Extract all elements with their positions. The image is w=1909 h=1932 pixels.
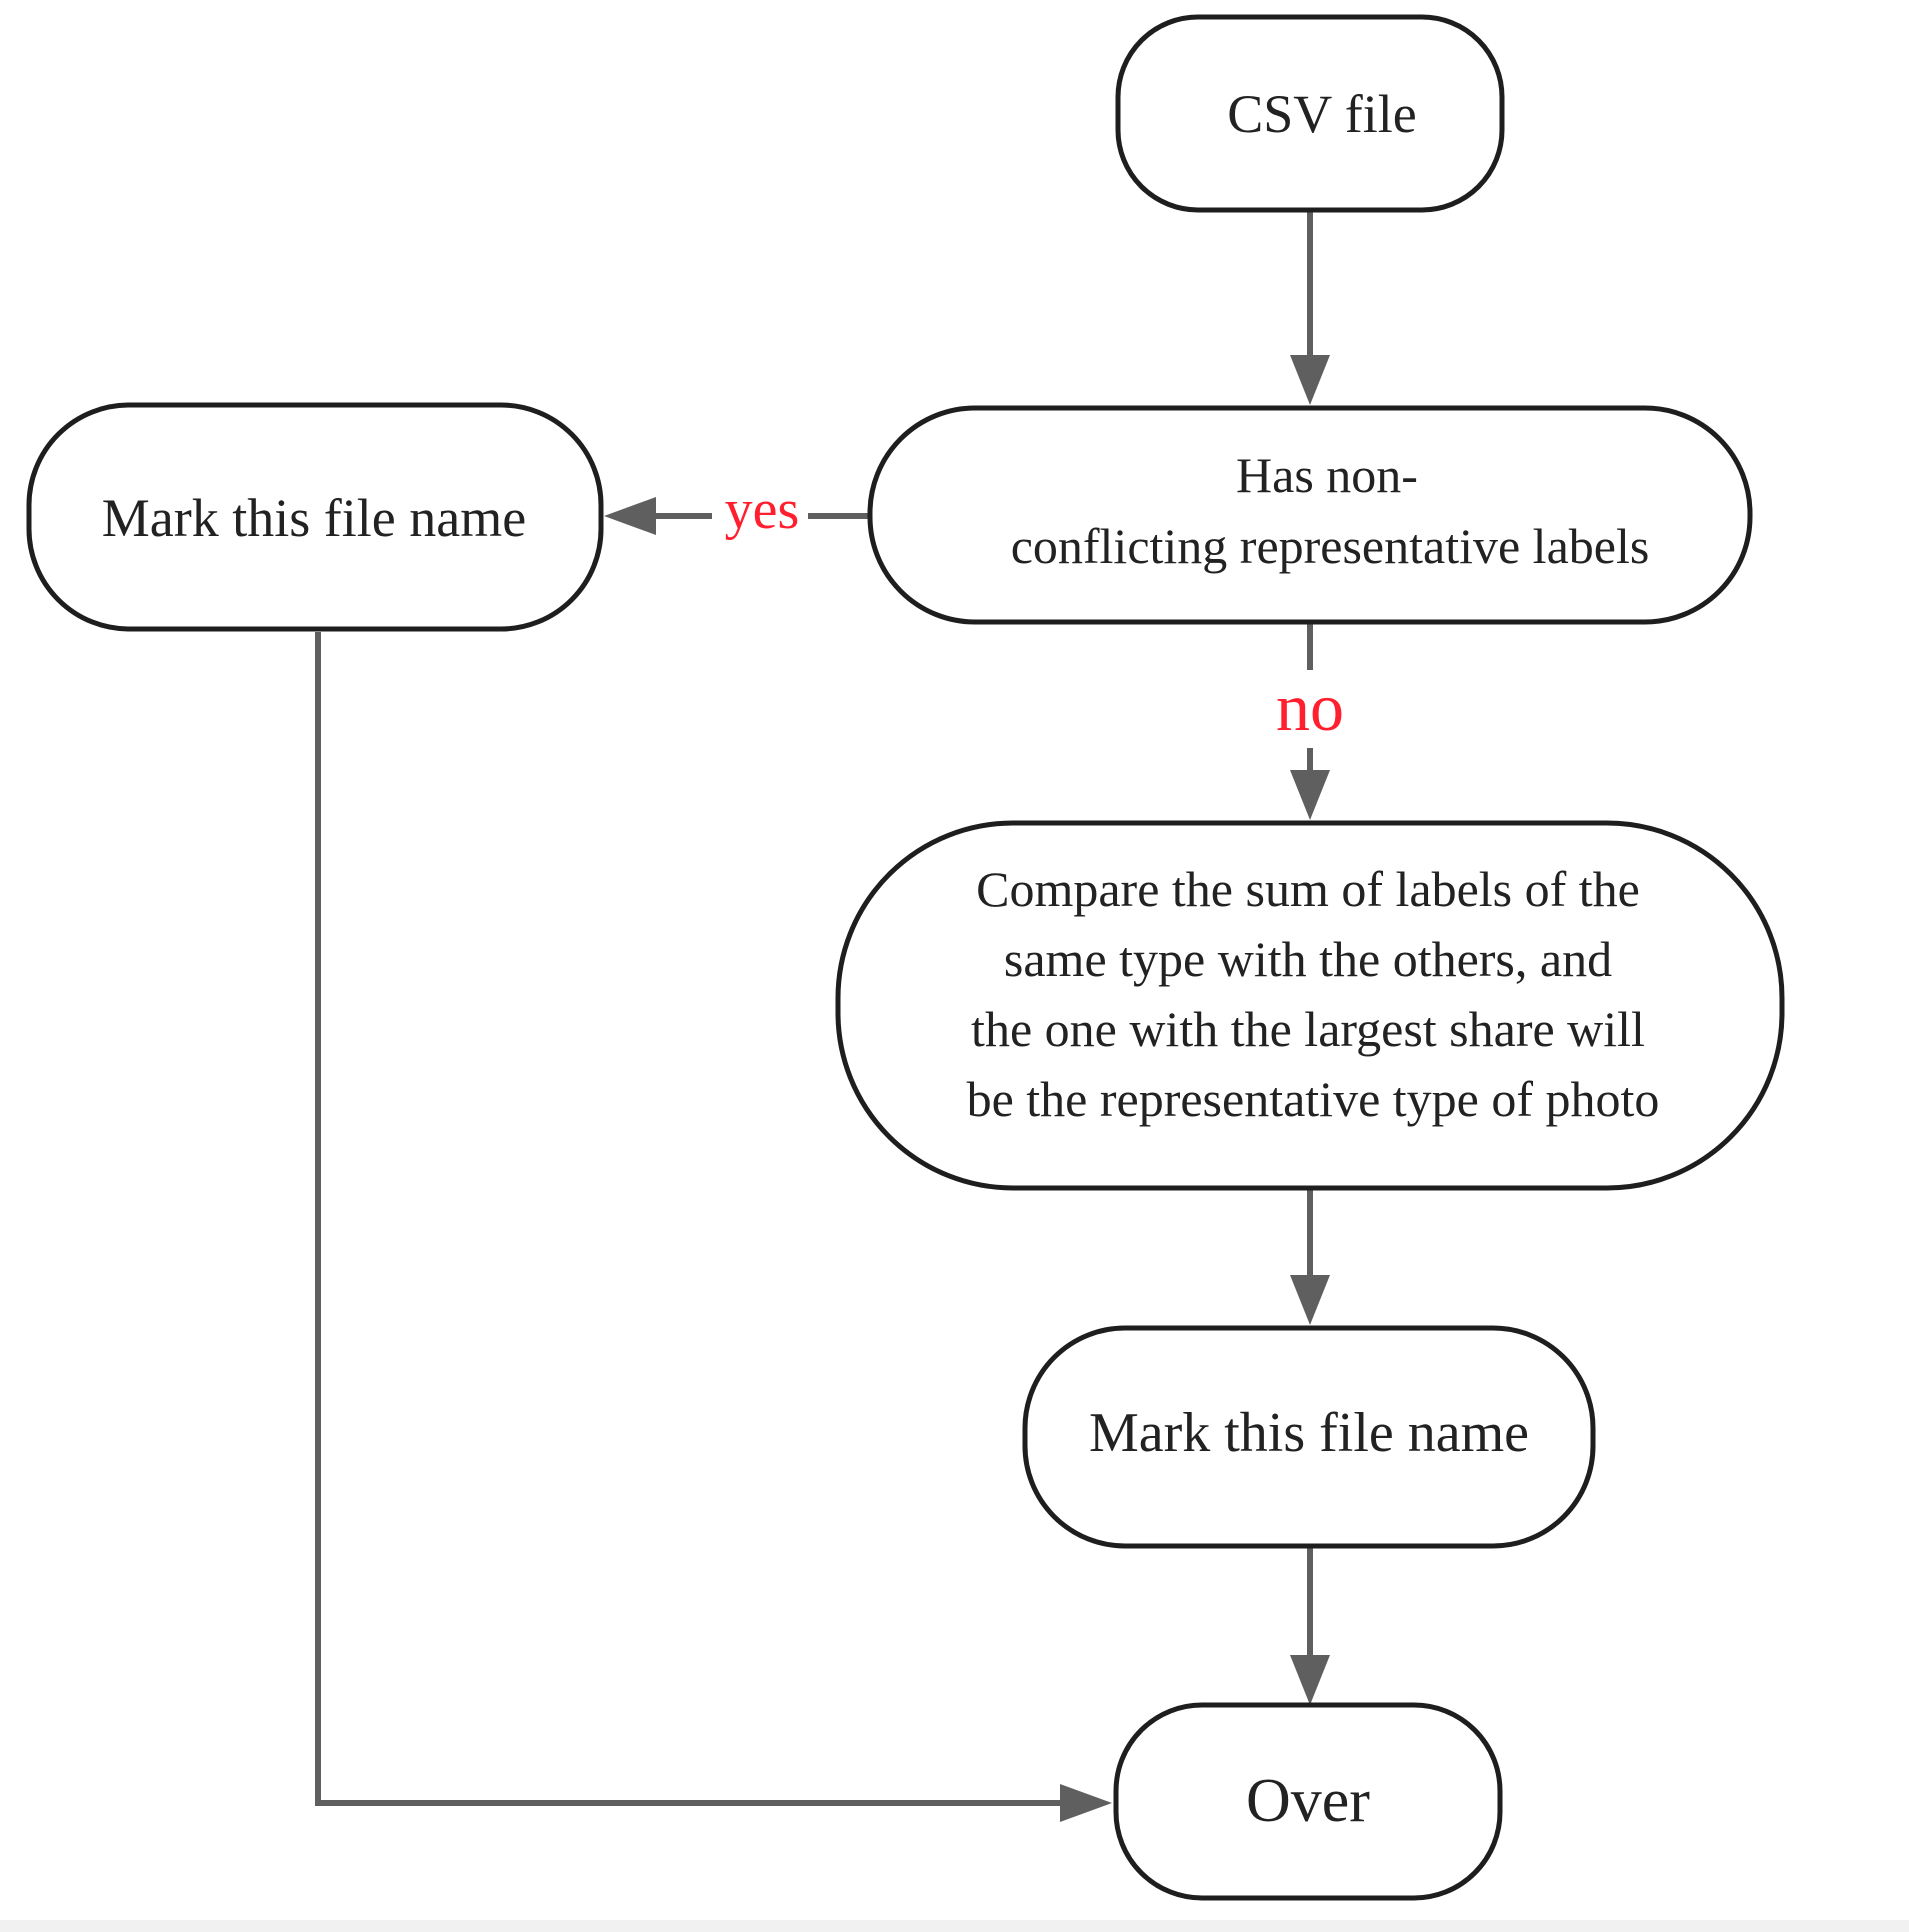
edge-label-yes: yes	[725, 479, 800, 541]
node-compare: Compare the sum of labels of the same ty…	[835, 820, 1785, 1191]
edge-decision-no-to-compare: no	[1262, 624, 1358, 820]
edge-mark-right-to-over	[1290, 1548, 1330, 1705]
node-csv-file: CSV file	[1115, 14, 1505, 213]
node-compare-line-1: Compare the sum of labels of the	[976, 861, 1640, 917]
node-csv-file-label: CSV file	[1227, 84, 1417, 144]
node-compare-line-2: same type with the others, and	[1004, 931, 1612, 987]
node-compare-line-4: be the representative type of photo	[967, 1071, 1660, 1127]
node-mark-right-label: Mark this file name	[1089, 1402, 1529, 1464]
node-mark-left-label: Mark this file name	[102, 488, 526, 548]
node-mark-left: Mark this file name	[26, 402, 604, 632]
node-over-label: Over	[1246, 1767, 1370, 1835]
node-has-non-conflicting: Has non- conflicting representative labe…	[867, 405, 1753, 625]
node-mark-right: Mark this file name	[1022, 1325, 1596, 1549]
bottom-edge-strip	[0, 1920, 1909, 1932]
node-over: Over	[1113, 1702, 1503, 1901]
edge-label-no: no	[1276, 669, 1344, 745]
edge-decision-yes-to-mark-left: yes	[604, 479, 868, 544]
edge-mark-left-to-over	[315, 632, 1112, 1822]
edge-csv-to-decision	[1290, 212, 1330, 405]
node-compare-line-3: the one with the largest share will	[971, 1001, 1645, 1057]
node-has-non-conflicting-line-1: Has non-	[1236, 447, 1418, 503]
node-has-non-conflicting-line-2: conflicting representative labels	[1011, 518, 1650, 574]
edge-compare-to-mark-right	[1290, 1188, 1330, 1325]
